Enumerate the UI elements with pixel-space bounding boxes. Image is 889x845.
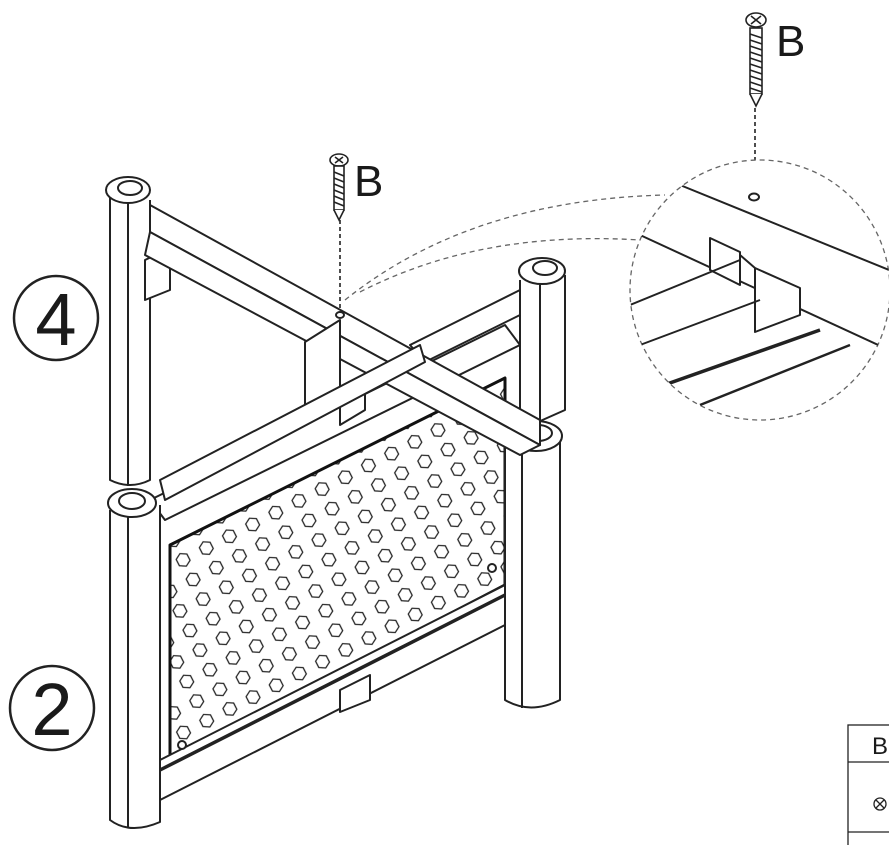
screw-b-detail-label: B <box>776 17 805 66</box>
detail-view <box>629 159 889 421</box>
screw-b-center <box>329 153 349 310</box>
screw-b-detail <box>745 12 767 190</box>
table-screw-icon <box>873 797 887 811</box>
part-number-4: 4 <box>12 274 100 362</box>
hardware-table <box>847 724 889 845</box>
hardware-table-header: B <box>872 733 888 760</box>
screw-b-center-label: B <box>354 157 383 206</box>
detail-connector-lines <box>344 194 666 301</box>
part-number-2: 2 <box>8 664 96 752</box>
part-number-4-label: 4 <box>35 278 76 361</box>
part-number-2-label: 2 <box>31 668 72 751</box>
upper-frame <box>105 176 566 501</box>
